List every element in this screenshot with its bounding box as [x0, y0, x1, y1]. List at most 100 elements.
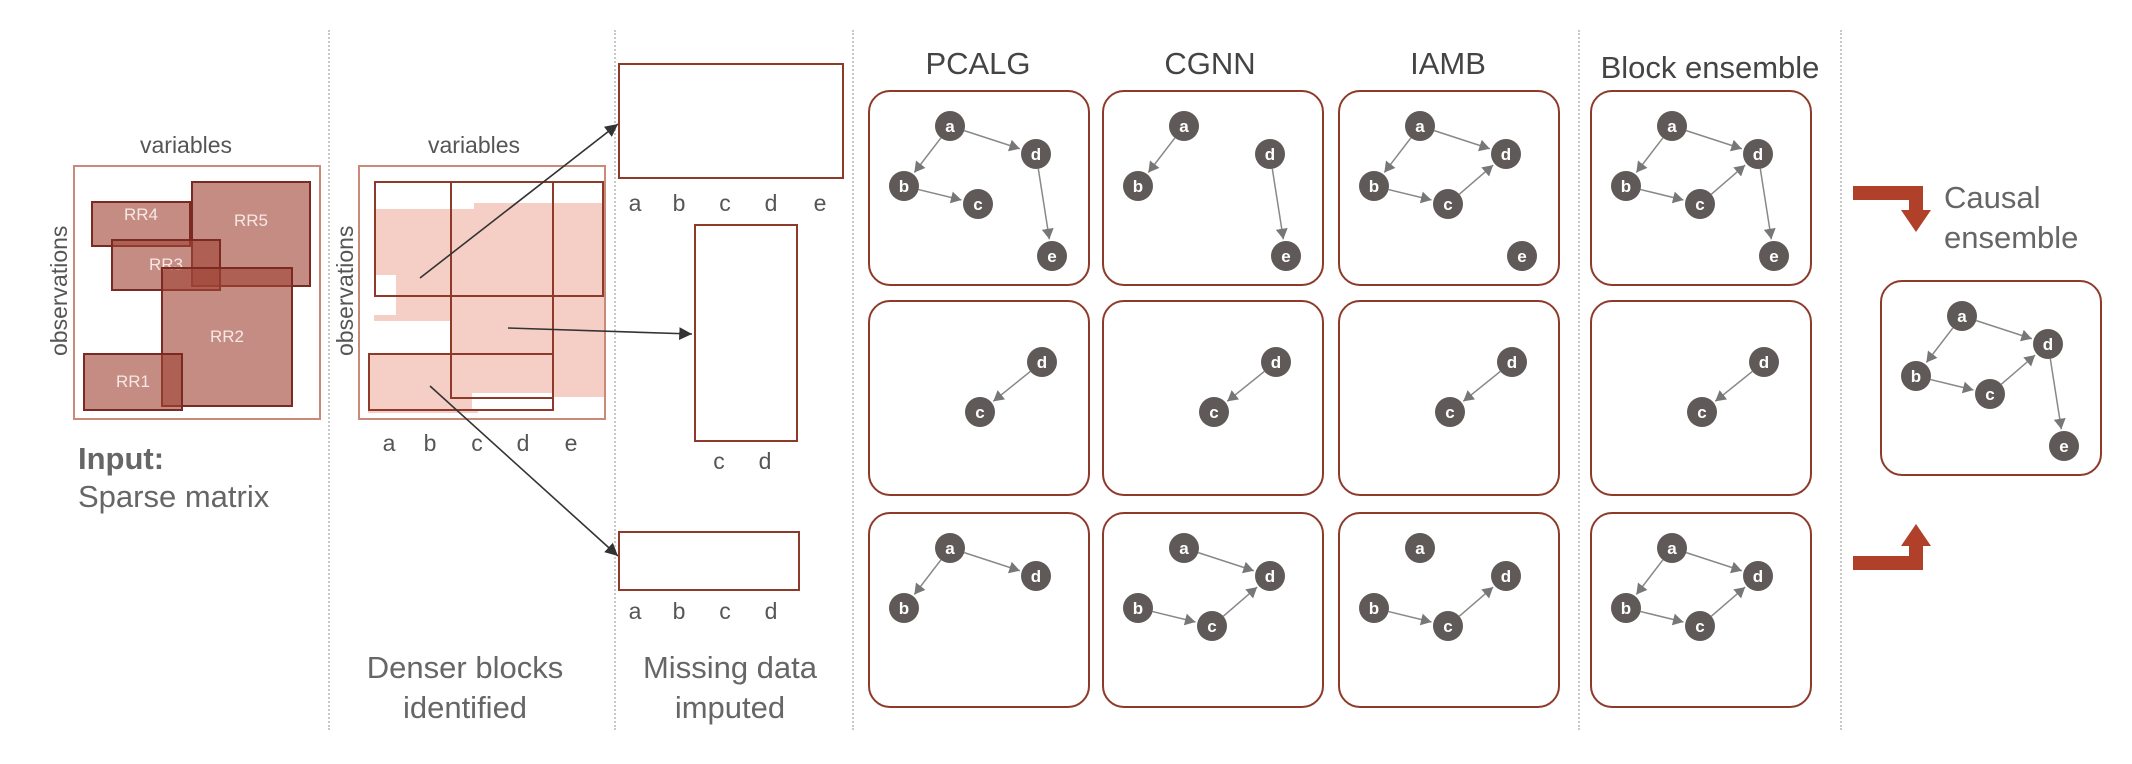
imputed-block-1	[618, 63, 844, 179]
arrow-up-bracket	[1853, 524, 1931, 570]
imp1-col-a: a	[628, 190, 642, 216]
separator-3	[852, 30, 854, 730]
blocks-col-d: d	[516, 430, 530, 456]
node-a	[935, 111, 965, 141]
node-b	[1901, 361, 1931, 391]
node-a	[1657, 533, 1687, 563]
node-c	[1433, 611, 1463, 641]
edge-c-d	[1710, 164, 1746, 195]
node-c	[1199, 397, 1229, 427]
node-b	[1611, 171, 1641, 201]
imp2-col-d: d	[758, 448, 772, 474]
edge-b-c	[1640, 610, 1684, 626]
causal-graph: abd	[889, 533, 1051, 623]
blocks-caption-line2: identified	[402, 690, 528, 725]
node-label-d: d	[1265, 567, 1275, 586]
node-a	[1405, 533, 1435, 563]
node-a	[1169, 111, 1199, 141]
node-label-c: c	[1695, 195, 1704, 214]
imp1-col-e: e	[813, 190, 827, 216]
node-e	[1037, 241, 1067, 271]
node-e	[2049, 431, 2079, 461]
blocks-col-b: b	[423, 430, 437, 456]
node-label-d: d	[1507, 353, 1517, 372]
node-c	[1433, 189, 1463, 219]
node-label-b: b	[1369, 177, 1379, 196]
node-c	[1975, 379, 2005, 409]
edge-b-c	[1152, 610, 1196, 626]
node-label-d: d	[1501, 567, 1511, 586]
node-e	[1759, 241, 1789, 271]
node-label-d: d	[1753, 567, 1763, 586]
node-a	[1657, 111, 1687, 141]
node-label-a: a	[1667, 117, 1677, 136]
node-d	[1027, 347, 1057, 377]
node-label-d: d	[2043, 335, 2053, 354]
node-d	[1743, 139, 1773, 169]
node-label-a: a	[1957, 307, 1967, 326]
node-label-d: d	[1753, 145, 1763, 164]
node-label-d: d	[1031, 145, 1041, 164]
node-d	[1021, 561, 1051, 591]
impute-caption-line2: imputed	[674, 690, 786, 725]
impute-caption: Missing data imputed	[610, 648, 850, 728]
node-label-c: c	[1695, 617, 1704, 636]
node-a	[1169, 533, 1199, 563]
edge-c-d	[1710, 586, 1746, 617]
node-label-c: c	[1443, 195, 1452, 214]
separator-5	[1840, 30, 1842, 730]
imp1-col-c: c	[719, 190, 731, 216]
region-rr1: RR1	[83, 353, 183, 411]
node-label-c: c	[973, 195, 982, 214]
imputed-block-3	[618, 531, 800, 591]
edge-d-e	[1759, 168, 1776, 240]
node-d	[1261, 347, 1291, 377]
blocks-col-e: e	[564, 430, 578, 456]
separator-4	[1578, 30, 1580, 730]
edge-c-d	[1222, 586, 1258, 617]
input-title-rest: Sparse matrix	[78, 479, 270, 514]
imp3-col-d: d	[764, 598, 778, 624]
node-b	[1359, 593, 1389, 623]
edge-a-b	[1925, 327, 1954, 363]
input-title-bold: Input:	[78, 441, 165, 476]
edge-d-c	[1714, 370, 1753, 402]
node-label-c: c	[1445, 403, 1454, 422]
node-label-e: e	[1047, 247, 1056, 266]
causal-graph: cd	[965, 347, 1057, 427]
method-title-cgnn: CGNN	[1164, 46, 1256, 81]
node-b	[889, 171, 919, 201]
node-label-d: d	[1031, 567, 1041, 586]
edge-a-d	[1686, 551, 1743, 574]
input-matrix-frame: RR4 RR5 RR3 RR2 RR1	[73, 165, 321, 420]
input-title: Input: Sparse matrix	[78, 440, 269, 516]
node-label-c: c	[1207, 617, 1216, 636]
node-b	[1359, 171, 1389, 201]
edge-b-c	[1640, 188, 1684, 204]
blocks-caption-line1: Denser blocks	[366, 650, 564, 685]
node-label-e: e	[1769, 247, 1778, 266]
node-label-d: d	[1759, 353, 1769, 372]
node-e	[1507, 241, 1537, 271]
edge-a-d	[1434, 129, 1491, 152]
node-b	[1123, 593, 1153, 623]
edge-b-c	[918, 188, 962, 204]
node-a	[1947, 301, 1977, 331]
node-label-b: b	[1369, 599, 1379, 618]
node-label-a: a	[1415, 117, 1425, 136]
edge-a-b	[1635, 137, 1664, 173]
method-title-iamb: IAMB	[1410, 46, 1486, 81]
edge-a-d	[1976, 319, 2033, 342]
separator-1	[328, 30, 330, 730]
edge-b-c	[1388, 610, 1432, 626]
